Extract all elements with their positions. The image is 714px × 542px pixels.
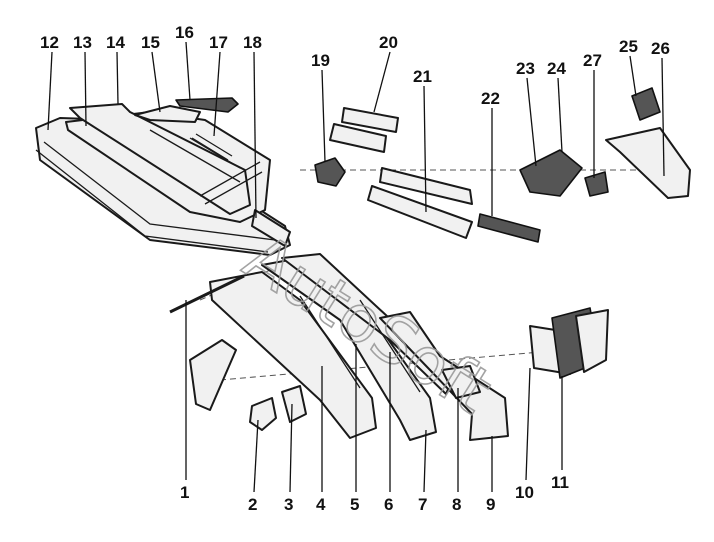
- callout-15: 15: [141, 33, 160, 52]
- strip-part-16: [175, 97, 239, 113]
- callout-10: 10: [515, 483, 534, 502]
- callout-21: 21: [413, 67, 432, 86]
- callout-24: 24: [547, 59, 566, 78]
- bumper-bar-part-4: [209, 271, 377, 439]
- callout-1: 1: [180, 483, 189, 502]
- callout-numbers: 12 13 14 15 16 17 18 19 20 21 22 23 24 2…: [40, 23, 670, 514]
- clip-part-3: [281, 385, 307, 423]
- callout-18: 18: [243, 33, 262, 52]
- callout-14: 14: [106, 33, 125, 52]
- callout-17: 17: [209, 33, 228, 52]
- callout-13: 13: [73, 33, 92, 52]
- hinge-part-23-24: [519, 149, 583, 197]
- leader-lines: [47, 41, 665, 493]
- callout-8: 8: [452, 495, 461, 514]
- bumper-guard-part-8: [441, 365, 481, 399]
- hook-part-25: [631, 87, 661, 121]
- lamp-parts-bottom-right: [529, 307, 609, 379]
- callout-12: 12: [40, 33, 59, 52]
- callout-25: 25: [619, 37, 638, 56]
- callout-19: 19: [311, 51, 330, 70]
- callout-3: 3: [284, 495, 293, 514]
- callout-7: 7: [418, 495, 427, 514]
- bracket-part-19: [314, 157, 346, 187]
- bracket-part-27: [584, 171, 609, 197]
- bracket-part-15: [134, 105, 201, 123]
- callout-5: 5: [350, 495, 359, 514]
- bumper-plate-part-14: [69, 103, 251, 215]
- callout-11: 11: [551, 473, 569, 492]
- parts-bottom-left: [169, 274, 307, 431]
- front-bumper-assembly: [35, 103, 291, 256]
- plate-part-20-b: [329, 123, 387, 153]
- bolt-part-2: [249, 397, 277, 431]
- hardware-top-right: [519, 87, 691, 199]
- callout-6: 6: [384, 495, 393, 514]
- bracket-part-1: [189, 339, 237, 411]
- callout-16: 16: [175, 23, 194, 42]
- bumper-end-part-18: [251, 209, 291, 247]
- callout-27: 27: [583, 51, 602, 70]
- callout-23: 23: [516, 59, 535, 78]
- rear-bumper-assembly: [209, 253, 509, 441]
- lens-part-11: [575, 309, 609, 373]
- plate-part-21-b: [367, 185, 473, 239]
- bracket-part-26: [605, 127, 691, 199]
- plates-centre: [314, 107, 541, 243]
- callout-26: 26: [651, 39, 670, 58]
- plate-part-20-a: [341, 107, 399, 133]
- callout-9: 9: [486, 495, 495, 514]
- callout-20: 20: [379, 33, 398, 52]
- small-parts-top: [134, 97, 239, 161]
- callout-22: 22: [481, 89, 500, 108]
- callout-2: 2: [248, 495, 257, 514]
- badge-part-22: [477, 213, 541, 243]
- callout-4: 4: [316, 495, 326, 514]
